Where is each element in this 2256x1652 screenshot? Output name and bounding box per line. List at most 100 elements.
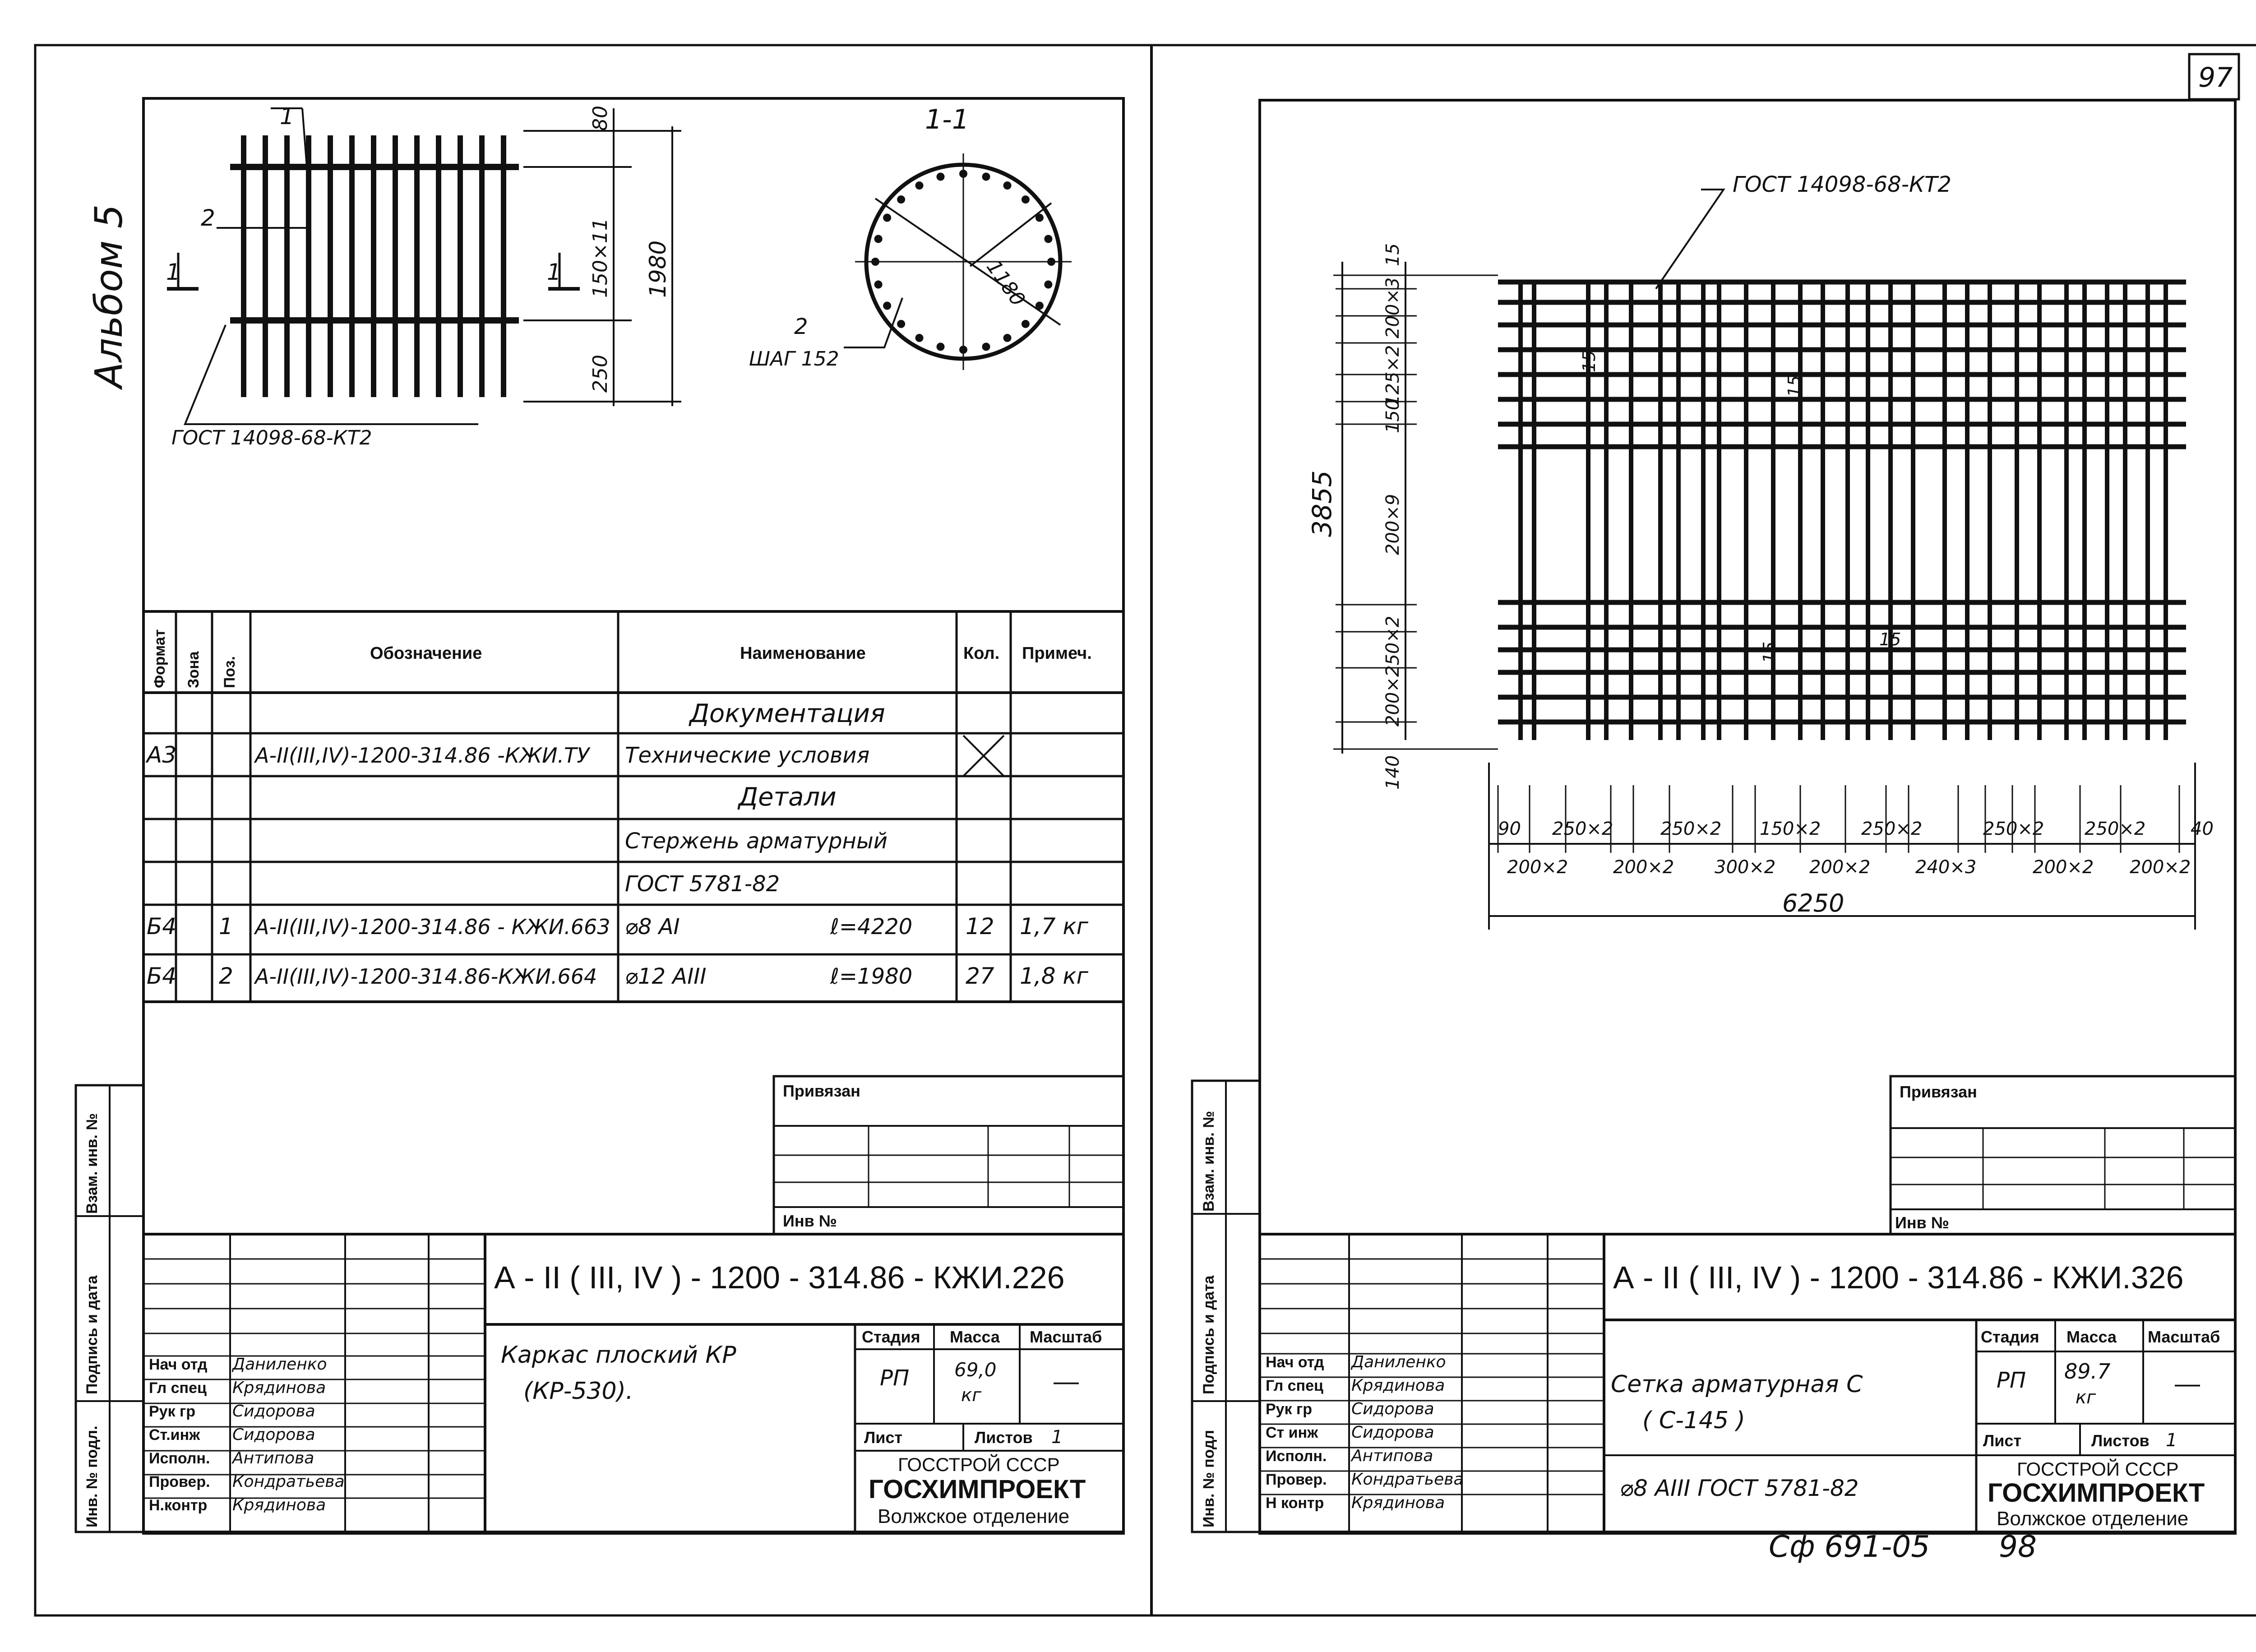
role-label: Исполн. bbox=[149, 1450, 210, 1467]
h-dim-bot-label: 200×2 bbox=[1507, 857, 1568, 878]
role-name: Даниленко bbox=[231, 1355, 327, 1374]
material-right: ⌀8 АIII ГОСТ 5781-82 bbox=[1620, 1475, 1859, 1501]
role-label: Рук гр bbox=[149, 1403, 195, 1420]
rebar-dot bbox=[959, 346, 967, 354]
footer-code: Сф 691-05 bbox=[1769, 1529, 1930, 1564]
role-label: Провер. bbox=[1266, 1471, 1327, 1488]
rebar-dot bbox=[1021, 195, 1030, 204]
inner-dim-15-a: 15 bbox=[1579, 351, 1599, 372]
role-name: Даниленко bbox=[1350, 1353, 1446, 1371]
spec-header: Поз. bbox=[221, 656, 238, 688]
title-block-left bbox=[142, 1233, 1125, 1533]
inner-dim-15-b: 15 bbox=[1784, 375, 1804, 397]
h-dim-top-label: 250×2 bbox=[1861, 819, 1922, 839]
spec-cell-name: Технические условия bbox=[625, 743, 869, 768]
spec-cell-name: Документация bbox=[688, 699, 885, 728]
v-dim-label: 200×3 bbox=[1382, 278, 1403, 338]
rebar-dot bbox=[883, 301, 892, 310]
rebar-dot bbox=[915, 333, 924, 342]
v-dim-label: 200×9 bbox=[1382, 494, 1403, 555]
v-dim-label: 140 bbox=[1382, 755, 1403, 790]
mass-label-right: Масса bbox=[2066, 1328, 2117, 1346]
inner-dim-15-c: 15 bbox=[1760, 642, 1780, 663]
v-dim-label: 200×2 bbox=[1382, 666, 1403, 727]
side-label-inv: Инв. № подл. bbox=[83, 1425, 101, 1527]
dim-total: 1980 bbox=[645, 241, 671, 298]
scale-value-right: — bbox=[2175, 1369, 2200, 1397]
rebar-dot bbox=[936, 342, 945, 351]
rebar-dot bbox=[897, 319, 906, 328]
title-name-right-1: Сетка арматурная С bbox=[1611, 1371, 1863, 1398]
h-dim-bot-label: 200×2 bbox=[1809, 857, 1870, 878]
rebar-dot bbox=[1035, 301, 1044, 310]
role-label: Н.контр bbox=[149, 1497, 207, 1514]
role-name: Сидорова bbox=[232, 1402, 315, 1421]
rebar-dot bbox=[915, 181, 924, 190]
pos2-callout: 2 bbox=[201, 205, 215, 231]
spec-cell-pos: 1 bbox=[219, 913, 233, 939]
rebar-dot bbox=[1021, 319, 1030, 328]
inv-no-label-left: Инв № bbox=[783, 1212, 837, 1230]
spec-cell-name: ГОСТ 5781-82 bbox=[625, 871, 780, 897]
title-name-left-2: (КР-530). bbox=[523, 1378, 633, 1405]
spec-cell-designation: А-II(III,IV)-1200-314.86 -КЖИ.ТУ bbox=[254, 743, 591, 768]
mass-label-left: Масса bbox=[950, 1328, 1000, 1346]
dim-top: 80 bbox=[589, 106, 612, 131]
cut-mark-top: 1 bbox=[280, 103, 294, 130]
sheets-value-left: 1 bbox=[1051, 1427, 1063, 1448]
side-label-podpis: Подпись и дата bbox=[83, 1275, 101, 1394]
rebar-dot bbox=[1035, 213, 1044, 222]
role-name: Крядинова bbox=[232, 1379, 326, 1397]
role-name: Сидорова bbox=[232, 1425, 315, 1444]
role-name: Антипова bbox=[1350, 1447, 1433, 1465]
rebar-dot bbox=[1044, 235, 1053, 243]
mass-unit-left: кг bbox=[961, 1385, 982, 1406]
dim-total-vertical: 3855 bbox=[1307, 470, 1337, 537]
role-name: Кондратьева bbox=[232, 1472, 345, 1491]
rebar-dot bbox=[1003, 333, 1012, 342]
spec-cell-len: ℓ=4220 bbox=[830, 914, 912, 939]
spec-cell-format: Б4 bbox=[147, 913, 176, 939]
h-dim-top-label: 150×2 bbox=[1760, 819, 1821, 839]
footer-page: 98 bbox=[1999, 1529, 2037, 1564]
mesh-c-drawing bbox=[1333, 189, 2196, 930]
section-label: 1-1 bbox=[925, 104, 969, 135]
v-dim-label: 15 bbox=[1382, 243, 1403, 266]
scale-label-left: Масштаб bbox=[1030, 1328, 1102, 1346]
role-label: Ст.инж bbox=[149, 1426, 200, 1444]
sheets-label-left: Листов bbox=[975, 1428, 1033, 1447]
v-dim-label: 250×2 bbox=[1382, 616, 1403, 677]
spec-cell-format: А3 bbox=[145, 742, 176, 768]
v-dim-label: 150 bbox=[1382, 399, 1403, 433]
sheets-label-right: Листов bbox=[2091, 1431, 2150, 1450]
mass-value-right: 89.7 bbox=[2064, 1359, 2110, 1384]
cut-mark-left: 1 bbox=[166, 259, 180, 285]
role-name: Крядинова bbox=[1351, 1376, 1445, 1395]
role-name: Сидорова bbox=[1351, 1423, 1434, 1442]
stage-value-left: РП bbox=[880, 1365, 909, 1391]
side-stamp-left bbox=[74, 1084, 145, 1533]
h-dim-top-label: 250×2 bbox=[1983, 819, 2044, 839]
role-label: Н контр bbox=[1266, 1495, 1324, 1512]
rebar-dot bbox=[897, 195, 906, 204]
h-dim-bot-label: 200×2 bbox=[2033, 857, 2094, 878]
sheet-label-left: Лист bbox=[864, 1428, 902, 1447]
org3-right: Волжское отделение bbox=[1997, 1508, 2188, 1530]
mass-value-left: 69,0 bbox=[954, 1359, 997, 1381]
rebar-dot bbox=[1047, 258, 1055, 266]
mass-unit-right: кг bbox=[2076, 1387, 2096, 1408]
section-1-1-circle bbox=[844, 153, 1072, 370]
title-name-right-2: ( С-145 ) bbox=[1642, 1407, 1745, 1434]
rebar-dot bbox=[1044, 280, 1053, 289]
sheet-label-right: Лист bbox=[1983, 1431, 2021, 1450]
title-block-right bbox=[1258, 1233, 2237, 1533]
role-name: Сидорова bbox=[1351, 1400, 1434, 1418]
rebar-dot bbox=[982, 172, 990, 181]
role-name: Антипова bbox=[231, 1449, 314, 1467]
spec-cell-name: ⌀12 АIII bbox=[625, 964, 707, 989]
rebar-dot bbox=[936, 172, 945, 181]
spec-table-grid bbox=[142, 610, 1125, 1003]
